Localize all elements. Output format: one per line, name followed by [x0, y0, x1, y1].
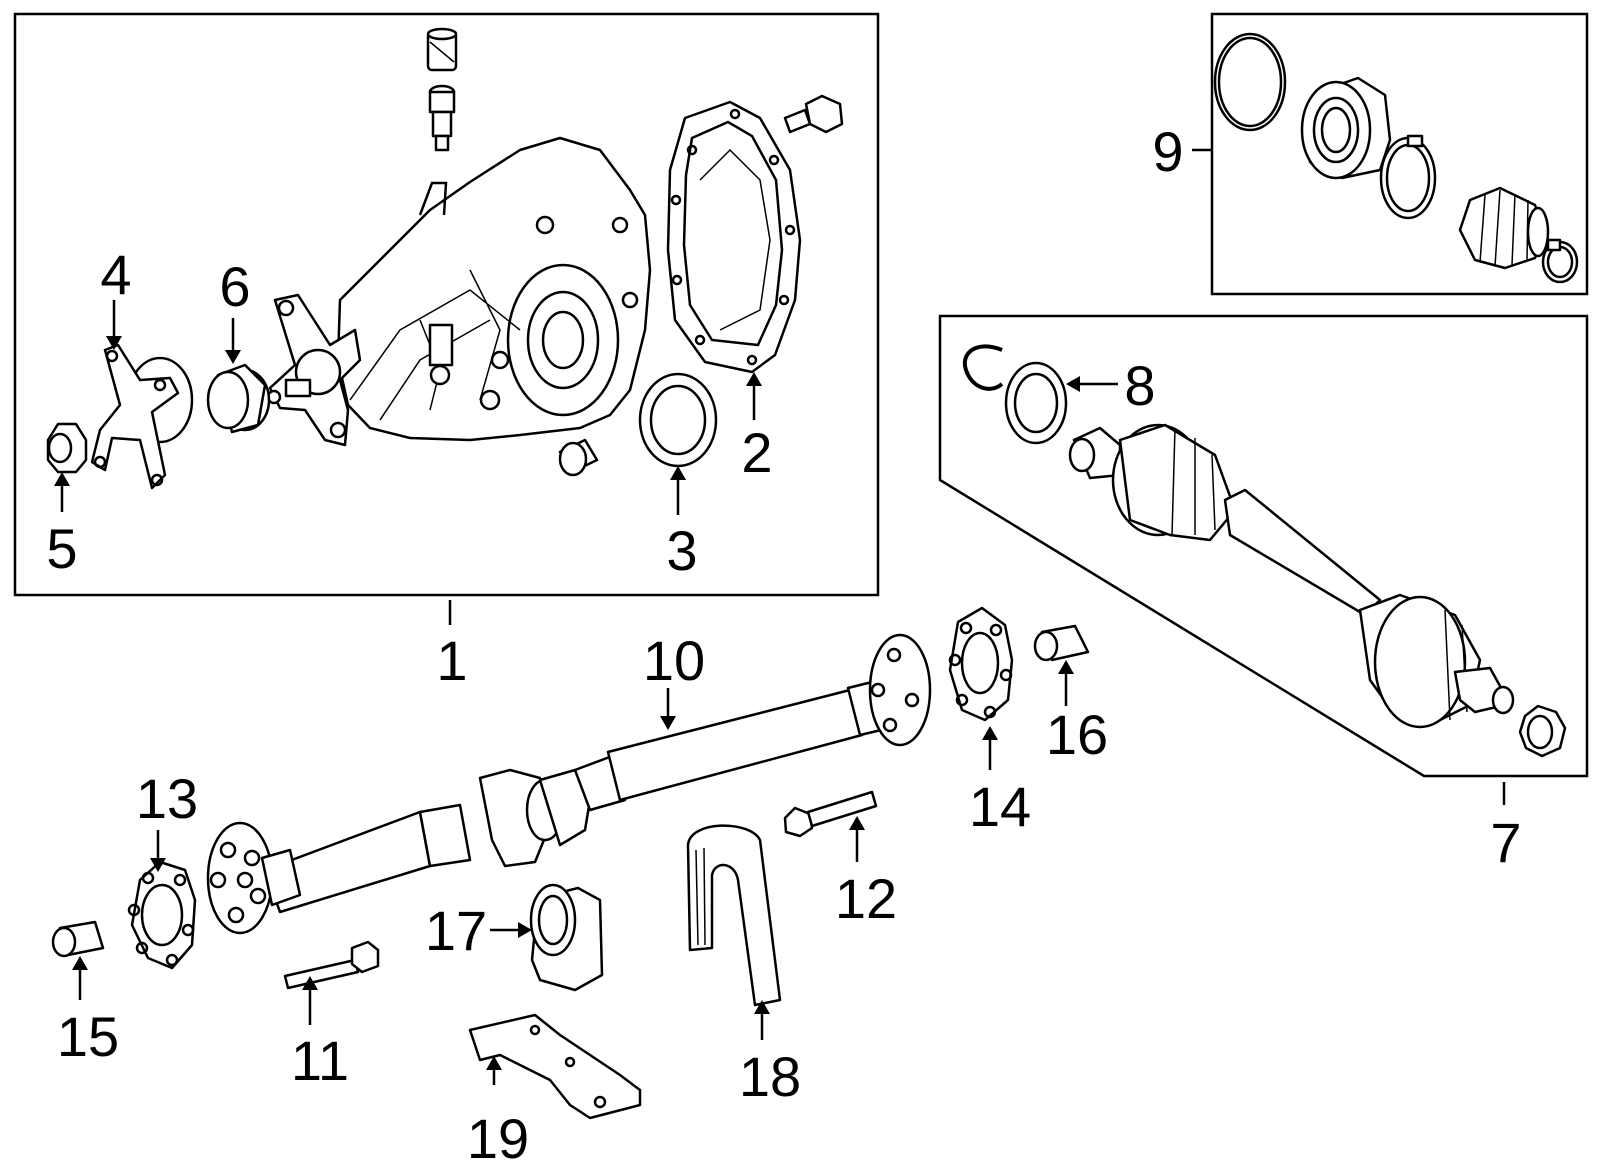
rear-centering-bushing: [1033, 624, 1090, 662]
pinion-seal: [206, 363, 271, 434]
callout-1: 1: [436, 629, 467, 692]
callout-10: 10: [643, 629, 705, 692]
driveshaft: [206, 633, 932, 935]
callout-8: 8: [1124, 354, 1155, 417]
callout-14: 14: [969, 775, 1031, 838]
cover-bolt: [783, 94, 844, 134]
callout-13: 13: [136, 767, 198, 830]
heat-shield: [686, 824, 782, 1007]
callout-16: 16: [1046, 703, 1108, 766]
front-centering-bushing: [51, 920, 105, 958]
rear-flex-disc: [948, 606, 1014, 722]
boot-kit-box: [1210, 12, 1589, 296]
axle-seal: [638, 372, 718, 468]
callout-11: 11: [291, 1029, 349, 1092]
callout-19: 19: [467, 1107, 529, 1170]
axle-nut: [1518, 704, 1567, 758]
callout-17: 17: [425, 899, 487, 962]
callout-4: 4: [100, 243, 131, 306]
axle-shaft: [1068, 423, 1515, 729]
boot-kit-clamp-small: [1541, 238, 1579, 284]
boot-kit-cv-boot-small: [1458, 186, 1550, 270]
front-flex-disc: [127, 860, 197, 970]
callout-9: 9: [1152, 120, 1183, 183]
center-bearing-bolt: [783, 790, 878, 838]
differential-housing: [266, 136, 652, 447]
axle-washer: [1004, 361, 1068, 445]
axle-shaft-box: [938, 314, 1589, 778]
callout-3: 3: [666, 519, 697, 582]
callout-15: 15: [57, 1005, 119, 1068]
differential-cover: [666, 100, 802, 374]
snap-ring: [962, 344, 1004, 391]
callout-6: 6: [219, 255, 250, 318]
callout-7: 7: [1490, 811, 1521, 874]
center-support-bracket: [468, 1013, 642, 1120]
housing-bushing: [558, 438, 599, 477]
boot-kit-cv-boot-large: [1300, 76, 1392, 180]
callout-5: 5: [46, 517, 77, 580]
companion-flange: [90, 343, 194, 490]
callout-18: 18: [739, 1045, 801, 1108]
boot-kit-o-ring: [1213, 32, 1287, 132]
callout-2: 2: [741, 421, 772, 484]
boot-kit-clamp-large: [1379, 134, 1437, 220]
callout-12: 12: [835, 867, 897, 930]
breather-valve: [428, 84, 456, 152]
differential-assembly-box: [13, 12, 880, 597]
leader-lines: [54, 148, 1506, 1085]
flex-disc-bolt: [283, 940, 380, 990]
vent-cap: [426, 27, 458, 72]
center-support-bearing: [529, 883, 604, 992]
flange-nut: [46, 422, 88, 474]
